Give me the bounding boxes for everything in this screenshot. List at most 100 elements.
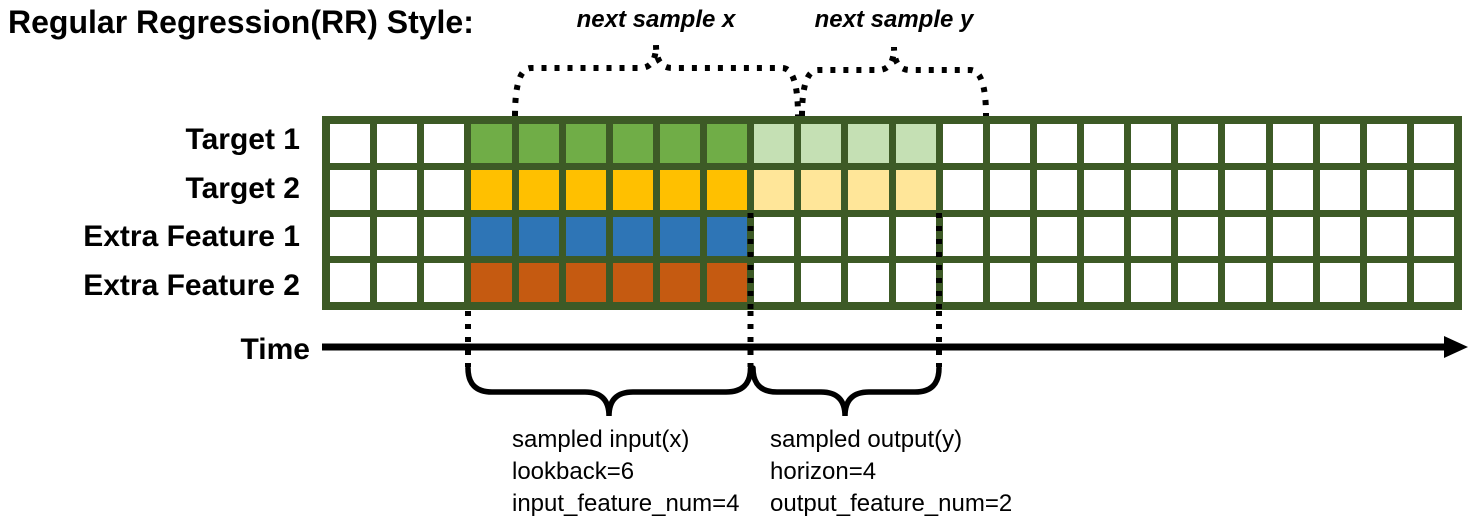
grid-cell-empty <box>754 262 795 302</box>
grid-cell-empty <box>1084 170 1125 210</box>
grid-cell-empty <box>330 216 371 256</box>
grid-cell-empty <box>1413 124 1454 164</box>
grid-cell-empty <box>1084 124 1125 164</box>
sampled-input-caption: sampled input(x) lookback=6 input_featur… <box>512 424 740 516</box>
grid-cell-empty <box>1131 124 1172 164</box>
grid-cell-empty <box>1366 262 1407 302</box>
row-labels: Target 1 Target 2 Extra Feature 1 Extra … <box>0 116 310 310</box>
grid-cell-input <box>707 216 748 256</box>
grid-cell-empty <box>1178 124 1219 164</box>
grid-cell-empty <box>424 262 465 302</box>
grid-cell-empty <box>1413 262 1454 302</box>
grid-cell-empty <box>1178 170 1219 210</box>
grid-cell-empty <box>1272 170 1313 210</box>
grid-cell-empty <box>801 216 842 256</box>
sampled-output-brace <box>750 365 942 417</box>
grid-cell-empty <box>330 170 371 210</box>
grid-cell-empty <box>424 170 465 210</box>
grid-cell-input <box>518 262 559 302</box>
row-label-target-2: Target 2 <box>185 171 300 205</box>
grid-cell-output <box>801 124 842 164</box>
sampled-input-caption-line-2: lookback=6 <box>512 458 635 485</box>
grid-cell-empty <box>848 216 889 256</box>
grid-cell-output <box>895 124 936 164</box>
grid-cell-empty <box>1036 262 1077 302</box>
sampled-input-caption-line-1: sampled input(x) <box>512 426 690 453</box>
grid-cell-empty <box>1272 216 1313 256</box>
grid-cell-empty <box>1178 216 1219 256</box>
grid-cell-input <box>612 124 653 164</box>
grid-cell-empty <box>989 170 1030 210</box>
grid-cell-input <box>707 262 748 302</box>
page-title: Regular Regression(RR) Style: <box>8 4 474 40</box>
grid-cell-empty <box>1131 216 1172 256</box>
next-sample-y-label: next sample y <box>814 6 974 33</box>
grid-cell-empty <box>848 262 889 302</box>
next-sample-y-brace <box>799 46 989 117</box>
grid-cell-empty <box>801 262 842 302</box>
grid-cell-output <box>895 170 936 210</box>
grid-cell-empty <box>424 124 465 164</box>
grid-cell-empty <box>1036 170 1077 210</box>
grid-cell-empty <box>1319 216 1360 256</box>
grid-cell-empty <box>942 124 983 164</box>
grid-cell-empty <box>1131 170 1172 210</box>
grid-cell-input <box>565 262 606 302</box>
grid-cell-empty <box>989 262 1030 302</box>
grid-cell-input <box>612 262 653 302</box>
grid-cell-input <box>565 124 606 164</box>
grid-cell-input <box>707 170 748 210</box>
sample-grid <box>322 116 1462 310</box>
row-label-extra-feature-1: Extra Feature 1 <box>83 220 300 254</box>
grid-cell-empty <box>942 262 983 302</box>
grid-cell-empty <box>942 170 983 210</box>
sampled-input-brace <box>465 365 754 417</box>
grid-cell-empty <box>1366 216 1407 256</box>
grid-cell-empty <box>1366 170 1407 210</box>
grid-cell-input <box>659 124 700 164</box>
grid-cell-empty <box>1131 262 1172 302</box>
grid-cell-output <box>848 124 889 164</box>
grid-cell-output <box>848 170 889 210</box>
grid-cell-empty <box>1413 216 1454 256</box>
grid-cell-empty <box>895 262 936 302</box>
grid-cell-empty <box>1084 216 1125 256</box>
grid-cell-empty <box>424 216 465 256</box>
grid-cell-output <box>801 170 842 210</box>
grid-cell-empty <box>330 124 371 164</box>
grid-cell-empty <box>989 216 1030 256</box>
grid-cell-input <box>659 170 700 210</box>
grid-cell-empty <box>1225 124 1266 164</box>
grid-cell-input <box>518 170 559 210</box>
grid-cell-input <box>471 124 512 164</box>
grid-cell-empty <box>377 216 418 256</box>
grid-cell-input <box>659 262 700 302</box>
grid-cell-input <box>612 216 653 256</box>
grid-cell-input <box>471 216 512 256</box>
grid-cell-empty <box>1413 170 1454 210</box>
grid-cell-empty <box>1036 216 1077 256</box>
grid-cell-empty <box>330 262 371 302</box>
sampled-output-caption: sampled output(y) horizon=4 output_featu… <box>770 424 1012 516</box>
time-arrow-head <box>1444 336 1468 358</box>
grid-cell-empty <box>1319 124 1360 164</box>
grid-cell-empty <box>1225 216 1266 256</box>
time-axis-label: Time <box>240 333 310 366</box>
grid-cell-input <box>471 170 512 210</box>
grid-cell-empty <box>1225 262 1266 302</box>
grid-cell-empty <box>754 216 795 256</box>
next-sample-x-brace <box>512 44 801 117</box>
grid-cell-input <box>707 124 748 164</box>
grid-cell-empty <box>1178 262 1219 302</box>
grid-cell-empty <box>377 124 418 164</box>
grid-cell-output <box>754 124 795 164</box>
sampled-output-caption-line-3: output_feature_num=2 <box>770 490 1013 516</box>
row-label-extra-feature-2: Extra Feature 2 <box>83 268 300 302</box>
next-sample-x-label: next sample x <box>576 6 736 33</box>
grid-cell-empty <box>1319 170 1360 210</box>
grid-cell-empty <box>942 216 983 256</box>
grid-cell-empty <box>1084 262 1125 302</box>
sampled-output-caption-line-2: horizon=4 <box>770 458 877 485</box>
grid-cell-empty <box>1319 262 1360 302</box>
grid-cell-empty <box>895 216 936 256</box>
